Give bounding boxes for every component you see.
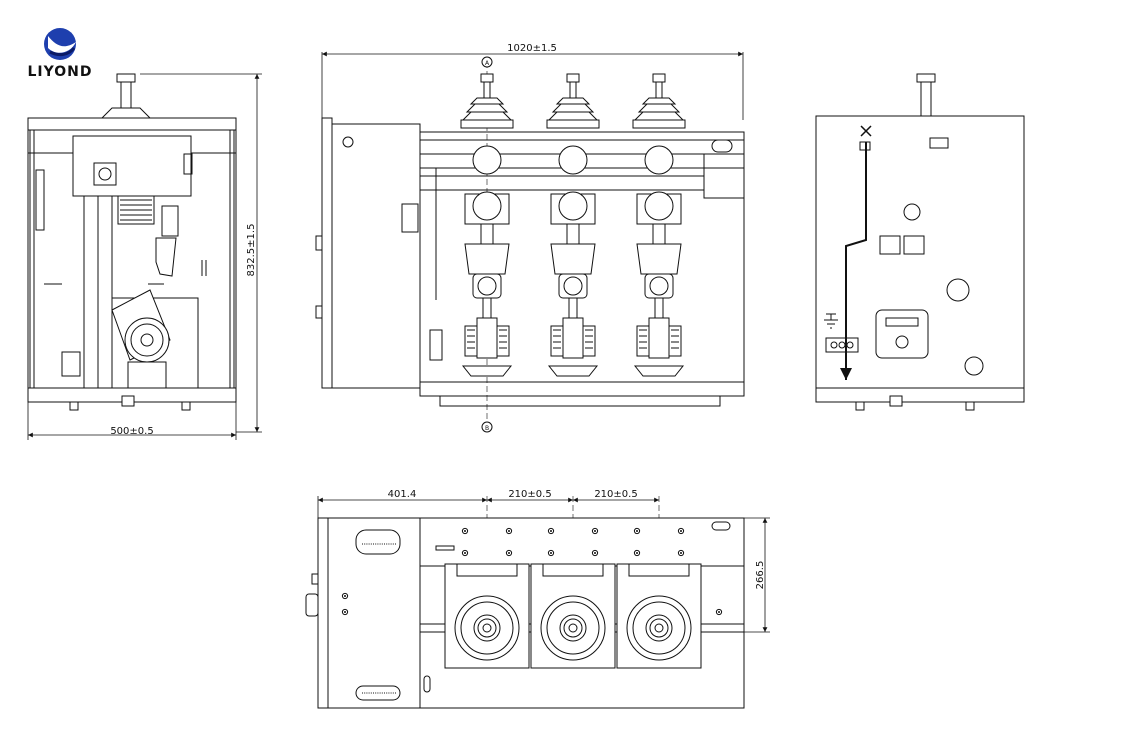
- side-view: [27, 73, 262, 440]
- plan-view: [305, 496, 770, 709]
- brand-logo: LIYOND: [20, 24, 100, 84]
- plan-bushing-1: [444, 563, 530, 669]
- brand-name: LIYOND: [27, 64, 93, 80]
- front-view: [315, 51, 745, 433]
- earth-ground-icon: [824, 313, 838, 329]
- overall-width-dimension: 1020±1.5: [507, 43, 557, 54]
- marker-b: B: [485, 425, 489, 432]
- logo-mark-icon: [44, 28, 76, 60]
- side-height-dimension: 832.5±1.5: [246, 224, 257, 277]
- cross-marker-icon: [860, 125, 872, 137]
- marker-a: A: [485, 60, 490, 67]
- plan-offset-dimension: 401.4: [388, 489, 417, 500]
- pole-pitch-2-dimension: 210±0.5: [594, 489, 637, 500]
- side-width-dimension: 500±0.5: [110, 426, 153, 437]
- pole-1: [460, 73, 514, 377]
- plan-depth-dimension: 266.5: [755, 561, 766, 590]
- pole-3: [632, 73, 686, 377]
- plan-bushing-2: [530, 563, 616, 669]
- pole-pitch-1-dimension: 210±0.5: [508, 489, 551, 500]
- rear-view: [815, 73, 1025, 411]
- pole-2: [546, 73, 600, 377]
- plan-bushing-3: [616, 563, 702, 669]
